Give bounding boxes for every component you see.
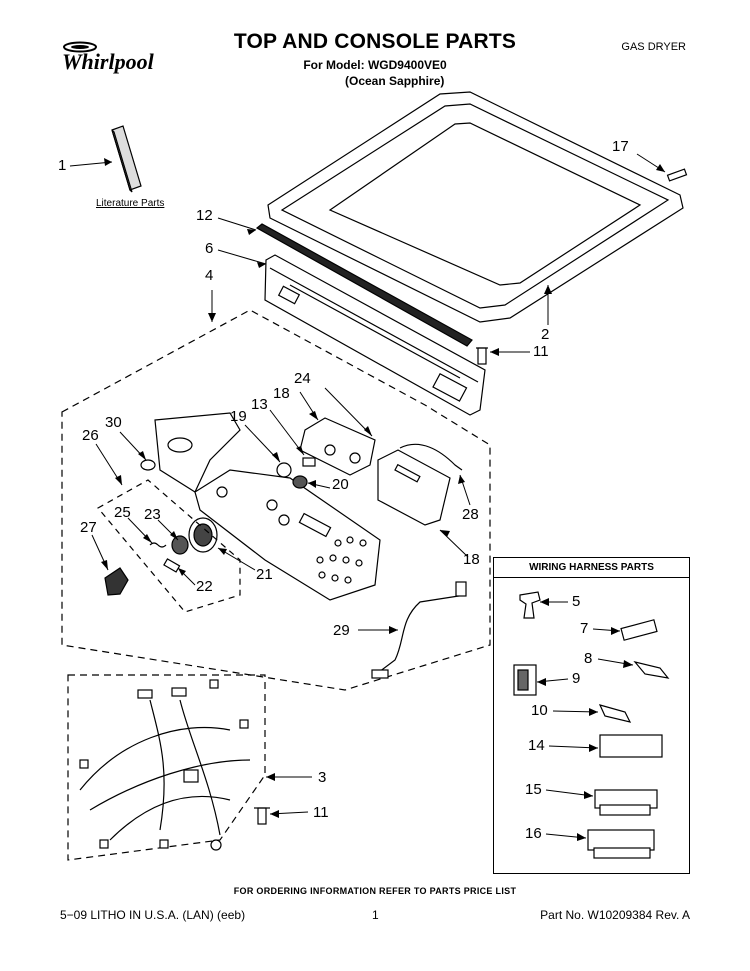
callout-27: 27 <box>80 519 97 536</box>
callout-30: 29 <box>333 622 350 639</box>
callout-11-top: 11 <box>533 343 549 360</box>
leader-arrowheads <box>101 158 665 841</box>
callout-14: 14 <box>528 737 545 754</box>
console-bracket-6-drawing <box>264 254 486 416</box>
callout-26: 25 <box>114 504 131 521</box>
callout-4: 4 <box>205 267 214 284</box>
dryer-top-drawing <box>267 91 684 323</box>
category-label: GAS DRYER <box>621 41 686 53</box>
callout-3: 3 <box>318 769 327 786</box>
callout-10: 10 <box>531 702 548 719</box>
harness-parts-drawings <box>513 591 670 859</box>
knob-20-drawing <box>276 462 292 478</box>
callout-29: 28 <box>462 506 479 523</box>
callout-17: 16 <box>525 825 542 842</box>
knob-21-drawing <box>292 475 308 489</box>
callout-21: 20 <box>332 476 349 493</box>
harness-29-drawing <box>399 443 463 471</box>
callout-23: 22 <box>196 578 213 595</box>
model-line: For Model: WGD9400VE0 <box>303 58 447 72</box>
callout-25: 24 <box>294 370 311 387</box>
page-number: 1 <box>372 908 379 922</box>
callout-22: 21 <box>256 566 273 583</box>
disc-31-drawing <box>140 459 156 471</box>
console-panel-drawing <box>154 412 381 601</box>
trim-strip-12-drawing <box>255 223 473 347</box>
main-harness-drawing <box>79 679 251 851</box>
whirlpool-logo: Whirlpool <box>62 41 155 74</box>
spring-26-drawing <box>149 542 167 548</box>
callout-7: 7 <box>580 620 589 637</box>
page-title: TOP AND CONSOLE PARTS <box>233 30 517 53</box>
wiring-harness-title: WIRING HARNESS PARTS <box>494 559 689 578</box>
part-number: Part No. W10209384 Rev. A <box>540 908 690 922</box>
knob-27-drawing <box>104 567 129 596</box>
callout-16: 17 <box>612 138 629 155</box>
callout-5: 5 <box>572 593 581 610</box>
callout-2: 2 <box>541 326 550 343</box>
callout-13: 13 <box>251 396 268 413</box>
callout-12: 12 <box>196 207 213 224</box>
callout-20: 19 <box>230 408 247 425</box>
console-assembly-boundary <box>61 309 491 691</box>
callout-1: 1 <box>58 157 67 174</box>
literature-booklet-drawing <box>111 125 142 193</box>
harness-30-drawing <box>374 584 466 676</box>
callout-18: 18 <box>463 551 480 568</box>
svg-text:Whirlpool: Whirlpool <box>62 49 155 74</box>
wiring-harness-box <box>493 557 690 874</box>
switch-23-drawing <box>163 558 181 573</box>
litho-info: 5−09 LITHO IN U.S.A. (LAN) (eeb) <box>60 908 246 922</box>
knob-ring-22-drawing <box>188 517 218 553</box>
callout-31: 30 <box>105 414 122 431</box>
screw-11-bottom-drawing <box>254 807 270 825</box>
knob-group-boundary <box>97 479 241 613</box>
callout-24: 23 <box>144 506 161 523</box>
callout-15: 15 <box>525 781 542 798</box>
callout-28: 26 <box>82 427 99 444</box>
led-13-drawing <box>302 457 316 467</box>
callout-11-bottom: 11 <box>313 804 329 821</box>
ui-board-18-drawing <box>377 449 451 526</box>
screw-16-drawing <box>666 168 688 182</box>
knob-24-drawing <box>171 535 189 555</box>
screw-11-top-drawing <box>476 347 488 365</box>
main-harness-boundary <box>67 674 266 861</box>
ordering-note: FOR ORDERING INFORMATION REFER TO PARTS … <box>233 886 517 896</box>
color-line: (Ocean Sapphire) <box>345 74 445 88</box>
literature-parts-label: Literature Parts <box>96 198 165 209</box>
callout-6: 6 <box>205 240 214 257</box>
callout-9: 9 <box>572 670 581 687</box>
callout-8: 8 <box>584 650 593 667</box>
callout-19: 18 <box>273 385 290 402</box>
